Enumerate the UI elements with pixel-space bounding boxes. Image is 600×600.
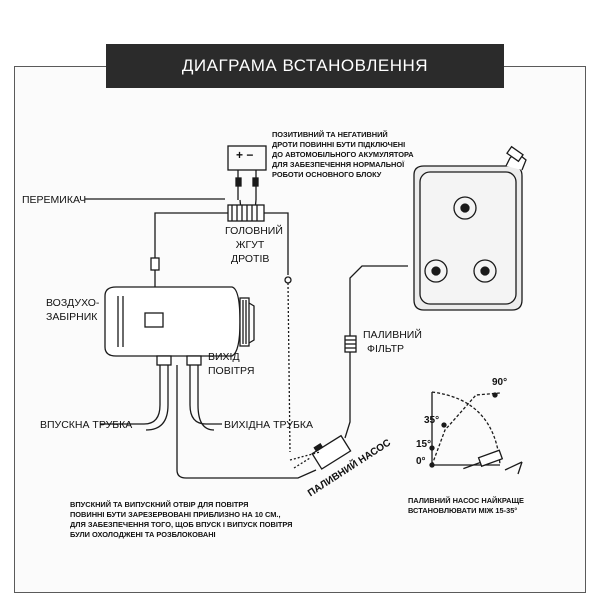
main-harness-coil [227, 204, 265, 222]
diagram-title: ДИАГРАМА ВСТАНОВЛЕННЯ [106, 44, 504, 88]
angle-15-label: 15° [416, 439, 432, 450]
battery-terminal-symbols: + − [236, 148, 254, 162]
angle-gauge [429, 391, 523, 475]
air-outlet-label: ВИХІД ПОВІТРЯ [208, 351, 255, 377]
pump-angle-note: ПАЛИВНИЙ НАСОС НАЙКРАЩЕ ВСТАНОВЛЮВАТИ МІ… [408, 496, 524, 515]
air-clearance-note: ВПУСКНИЙ ТА ВИПУСКНИЙ ОТВІР ДЛЯ ПОВІТРЯ … [70, 500, 293, 539]
fuel-filter [344, 335, 357, 353]
battery-box [227, 145, 267, 171]
angle-90-label: 90° [492, 377, 508, 388]
angle-35-label: 35° [424, 415, 440, 426]
battery-note: ПОЗИТИВНИЙ ТА НЕГАТИВНИЙ ДРОТИ ПОВИННІ Б… [272, 130, 414, 179]
angle-0-label: 0° [416, 456, 426, 467]
air-intake-label: ВОЗДУХО- ЗАБІРНИК [46, 297, 100, 323]
inlet-pipe-label: ВПУСКНА ТРУБКА [40, 419, 133, 431]
heater-unit [104, 286, 255, 357]
switch-label: ПЕРЕМИКАЧ [22, 194, 87, 206]
harness-label: ГОЛОВНИЙ ЖГУТ ДРОТІВ [225, 225, 283, 265]
outlet-pipe-label: ВИХІДНА ТРУБКА [224, 419, 313, 431]
fuel-tank [413, 145, 527, 311]
fuel-filter-label: ПАЛИВНИЙ ФІЛЬТР [363, 329, 422, 355]
fuel-pump [311, 434, 352, 470]
